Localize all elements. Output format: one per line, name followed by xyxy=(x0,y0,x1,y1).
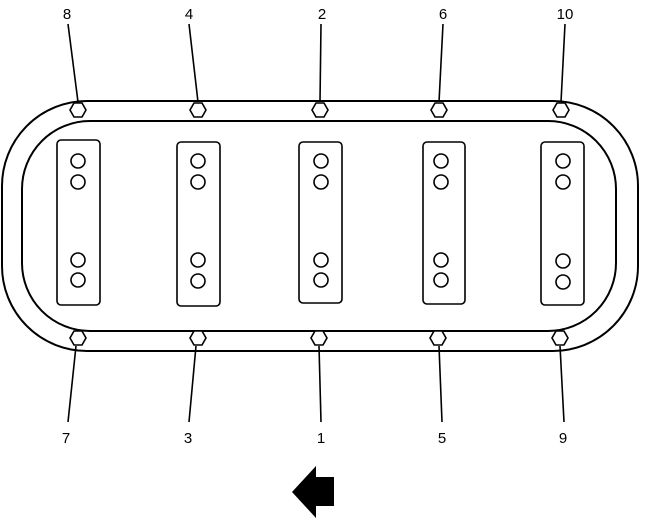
bearing-cap-2 xyxy=(176,141,221,307)
bearing-cap-1 xyxy=(56,139,101,306)
inner-gasket-outline xyxy=(21,120,617,332)
bearing-cap-5 xyxy=(540,141,585,306)
bolt-top-3: 2 xyxy=(311,6,329,118)
bolt-bottom-3: 1 xyxy=(310,330,328,447)
bolt-top-1: 8 xyxy=(63,6,87,118)
bolt-label-top-2: 4 xyxy=(185,6,193,23)
bolt-top-2: 4 xyxy=(185,6,207,118)
bolt-label-top-3: 2 xyxy=(318,6,326,23)
bolt-top-4: 6 xyxy=(430,6,448,118)
bolt-label-top-4: 6 xyxy=(439,6,447,23)
bolt-label-bottom-2: 3 xyxy=(184,430,192,447)
bearing-cap-4 xyxy=(422,141,466,305)
bolt-label-bottom-1: 7 xyxy=(62,430,70,447)
bolt-label-top-5: 10 xyxy=(557,6,574,23)
outer-cover-outline xyxy=(1,100,639,352)
bolt-bottom-1: 7 xyxy=(62,330,87,447)
bolt-bottom-4: 5 xyxy=(429,330,447,447)
bolt-label-top-1: 8 xyxy=(63,6,71,23)
bolt-label-bottom-3: 1 xyxy=(317,430,325,447)
bolt-bottom-5: 9 xyxy=(551,330,569,447)
bolt-bottom-2: 3 xyxy=(184,330,207,447)
bolt-label-bottom-4: 5 xyxy=(438,430,446,447)
bolt-label-bottom-5: 9 xyxy=(559,430,567,447)
left-arrow-icon xyxy=(292,466,334,518)
bolt-top-5: 10 xyxy=(552,6,574,118)
bearing-cap-3 xyxy=(298,141,343,304)
